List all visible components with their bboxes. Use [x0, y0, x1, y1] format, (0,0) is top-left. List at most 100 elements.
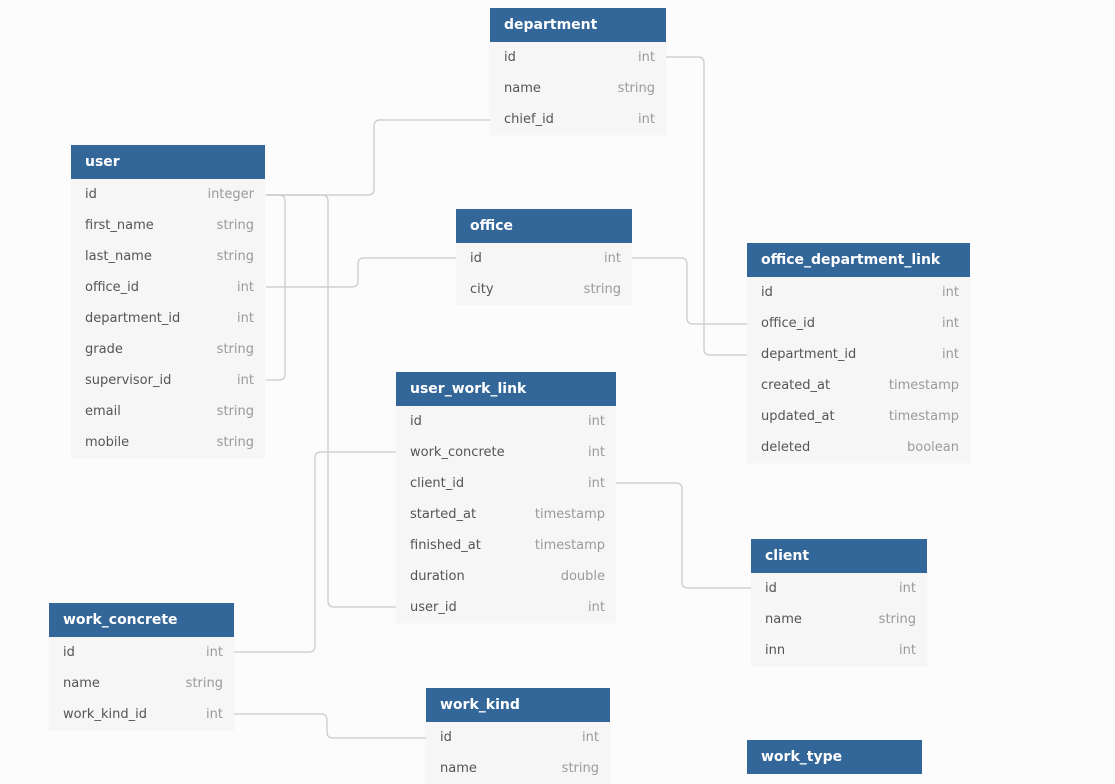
- field-row[interactable]: name string: [426, 753, 610, 784]
- field-row[interactable]: email string: [71, 396, 265, 427]
- field-type: int: [237, 280, 254, 295]
- field-name: city: [470, 282, 494, 297]
- field-row[interactable]: id int: [456, 243, 632, 274]
- field-name: name: [440, 761, 477, 776]
- field-row[interactable]: city string: [456, 274, 632, 305]
- table-header[interactable]: office: [456, 209, 632, 243]
- field-name: id: [85, 187, 97, 202]
- field-row[interactable]: finished_at timestamp: [396, 530, 616, 561]
- relation-line[interactable]: [266, 119, 490, 196]
- field-type: string: [583, 282, 621, 297]
- field-name: id: [410, 414, 422, 429]
- field-name: user_id: [410, 600, 457, 615]
- field-type: int: [588, 445, 605, 460]
- relation-line[interactable]: [234, 451, 396, 653]
- field-name: id: [761, 285, 773, 300]
- relation-line[interactable]: [234, 713, 426, 739]
- field-type: int: [588, 414, 605, 429]
- field-row[interactable]: last_name string: [71, 241, 265, 272]
- field-name: department_id: [761, 347, 857, 362]
- table-header[interactable]: work_concrete: [49, 603, 234, 637]
- field-name: id: [765, 581, 777, 596]
- field-row[interactable]: name string: [751, 604, 927, 635]
- field-type: string: [561, 761, 599, 776]
- field-name: last_name: [85, 249, 152, 264]
- field-type: string: [617, 81, 655, 96]
- field-type: double: [560, 569, 605, 584]
- field-type: timestamp: [534, 538, 605, 553]
- field-name: department_id: [85, 311, 181, 326]
- relation-line[interactable]: [666, 56, 747, 356]
- field-type: timestamp: [534, 507, 605, 522]
- relation-line[interactable]: [266, 194, 396, 608]
- field-type: int: [942, 316, 959, 331]
- table-header[interactable]: work_kind: [426, 688, 610, 722]
- field-type: int: [206, 707, 223, 722]
- table-header[interactable]: user_work_link: [396, 372, 616, 406]
- field-row[interactable]: user_id int: [396, 592, 616, 623]
- relation-line[interactable]: [616, 482, 751, 589]
- field-row[interactable]: id int: [490, 42, 666, 73]
- field-row[interactable]: work_kind_id int: [49, 699, 234, 730]
- field-name: work_kind_id: [63, 707, 147, 722]
- relation-line[interactable]: [632, 257, 747, 325]
- table-header[interactable]: work_type: [747, 740, 922, 774]
- table-work-type[interactable]: work_type: [747, 740, 922, 774]
- field-type: int: [588, 600, 605, 615]
- relation-line[interactable]: [266, 257, 456, 288]
- field-type: string: [878, 612, 916, 627]
- table-office[interactable]: office id int city string: [456, 209, 632, 305]
- field-name: inn: [765, 643, 786, 658]
- field-type: timestamp: [888, 409, 959, 424]
- field-type: string: [216, 404, 254, 419]
- table-header[interactable]: department: [490, 8, 666, 42]
- table-header[interactable]: user: [71, 145, 265, 179]
- field-name: id: [504, 50, 516, 65]
- field-type: int: [604, 251, 621, 266]
- field-type: int: [588, 476, 605, 491]
- field-name: finished_at: [410, 538, 481, 553]
- field-name: first_name: [85, 218, 154, 233]
- field-name: name: [765, 612, 802, 627]
- field-name: email: [85, 404, 121, 419]
- table-header[interactable]: client: [751, 539, 927, 573]
- field-row[interactable]: department_id int: [747, 339, 970, 370]
- field-name: id: [470, 251, 482, 266]
- field-type: int: [942, 347, 959, 362]
- field-row[interactable]: id int: [396, 406, 616, 437]
- table-header[interactable]: office_department_link: [747, 243, 970, 277]
- field-name: grade: [85, 342, 123, 357]
- field-type: int: [638, 50, 655, 65]
- field-type: string: [216, 249, 254, 264]
